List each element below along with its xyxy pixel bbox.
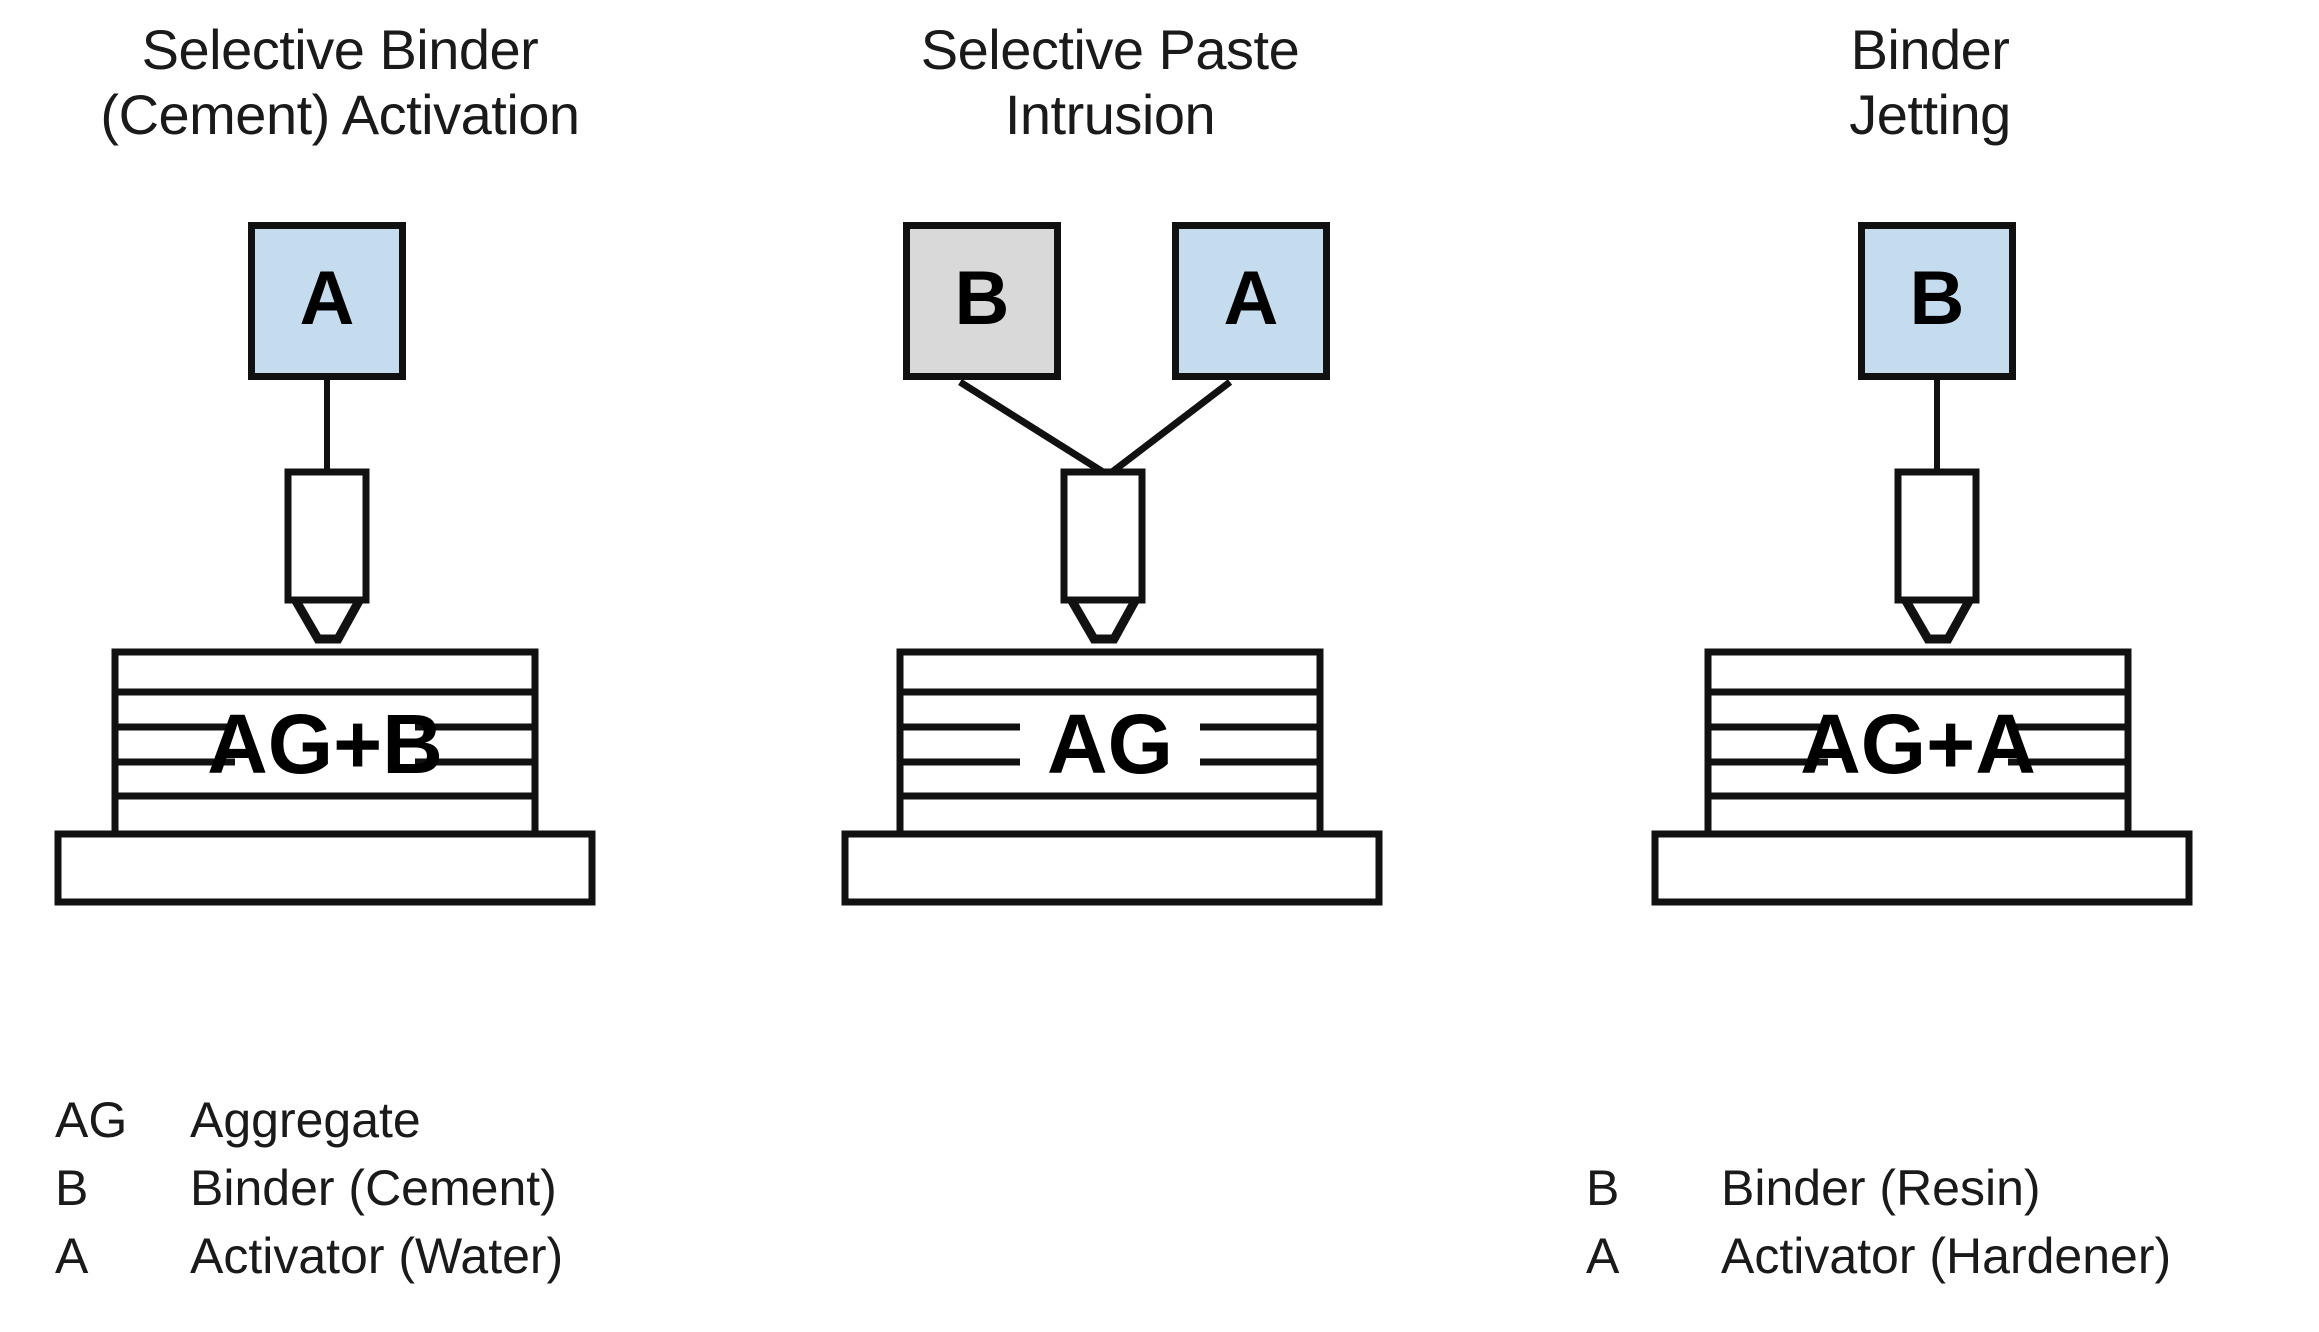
source-box-activator-panel2[interactable]: A (1172, 222, 1330, 380)
panel-title-selective-paste-intrusion: Selective Paste Intrusion (920, 18, 1300, 146)
nozzle-body-panel3 (1894, 468, 1980, 604)
legend-symbol: A (55, 1228, 89, 1284)
source-box-label: B (1909, 256, 1965, 341)
legend-symbol: A (1586, 1228, 1620, 1284)
legend-row: B Binder (Cement) (55, 1163, 563, 1231)
source-box-binder-panel3[interactable]: B (1858, 222, 2016, 380)
nozzle-tip-panel1 (292, 598, 363, 644)
legend-symbol: B (55, 1160, 89, 1216)
feed-line-panel2-activator (1109, 379, 1233, 475)
legend-right: B Binder (Resin) A Activator (Hardener) (1586, 1163, 2171, 1299)
nozzle-body-panel1 (284, 468, 370, 604)
panel-title-binder-jetting: Binder Jetting (1849, 18, 2011, 146)
legend-description: Activator (Water) (190, 1228, 564, 1284)
build-platform-panel1 (54, 830, 596, 906)
source-box-activator-panel1[interactable]: A (248, 222, 406, 380)
legend-row: B Binder (Resin) (1586, 1163, 2171, 1231)
legend-row: A Activator (Water) (55, 1231, 563, 1299)
legend-description: Binder (Resin) (1721, 1160, 2041, 1216)
legend-description: Aggregate (190, 1092, 421, 1148)
source-box-label: B (954, 256, 1010, 341)
stack-label-panel1: AG+B (207, 697, 443, 791)
source-box-label: A (299, 256, 355, 341)
legend-description: Binder (Cement) (190, 1160, 557, 1216)
panel-title-selective-binder-activation: Selective Binder (Cement) Activation (100, 18, 580, 146)
legend-left: AG Aggregate B Binder (Cement) A Activat… (55, 1095, 563, 1299)
legend-row: A Activator (Hardener) (1586, 1231, 2171, 1299)
legend-description: Activator (Hardener) (1721, 1228, 2172, 1284)
feed-line-panel2-binder (958, 379, 1105, 475)
nozzle-tip-panel3 (1902, 598, 1973, 644)
legend-symbol: B (1586, 1160, 1620, 1216)
nozzle-tip-panel2 (1068, 598, 1139, 644)
stack-label-panel3: AG+A (1800, 697, 2036, 791)
source-box-label: A (1223, 256, 1279, 341)
build-platform-panel3 (1651, 830, 2193, 906)
legend-row: AG Aggregate (55, 1095, 563, 1163)
source-box-binder-panel2[interactable]: B (903, 222, 1061, 380)
nozzle-body-panel2 (1060, 468, 1146, 604)
legend-symbol: AG (55, 1092, 128, 1148)
stack-label-panel2: AG (1047, 697, 1173, 791)
build-platform-panel2 (841, 830, 1383, 906)
